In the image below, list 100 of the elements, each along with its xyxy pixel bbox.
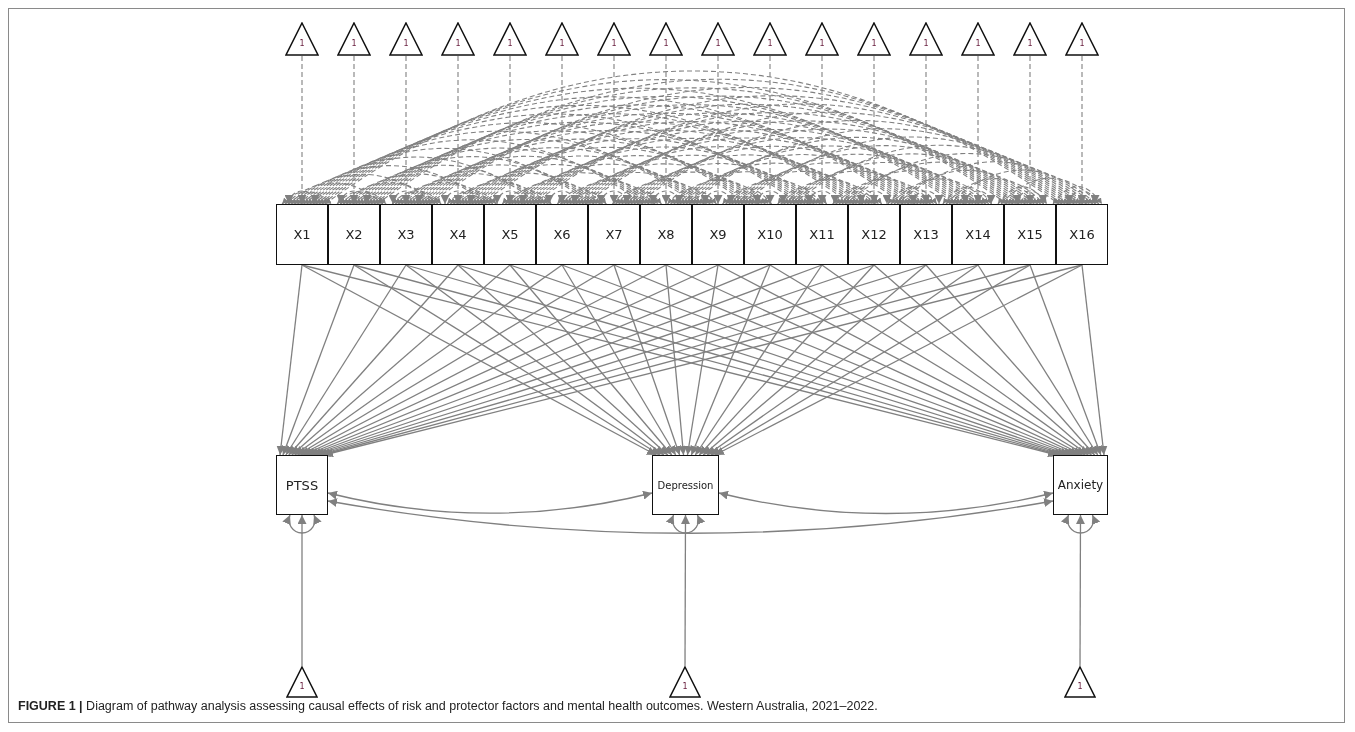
dashed-double-headed-arrow [633,128,1026,205]
dashed-double-headed-arrow [722,188,773,205]
constant-label: 1 [714,39,722,48]
constant-label: 1 [662,39,670,48]
triangle-node [389,22,423,56]
variance-loop-arrow [1061,514,1100,534]
variance-loop-arrow [282,514,322,534]
arrow [710,264,1031,456]
dashed-double-headed-arrow [361,121,803,205]
dashed-double-headed-arrow [302,130,696,205]
arrow [285,264,407,456]
dashed-variance-loop-arrow [597,190,631,205]
triangle-node [909,22,943,56]
dashed-double-headed-arrow [740,136,1085,205]
dashed-double-headed-arrow [287,173,436,205]
triangle-node [857,22,891,56]
dashed-double-headed-arrow [339,181,439,205]
dashed-double-headed-arrow [685,136,1029,205]
dashed-variance-loop-arrow [389,190,423,205]
constant-label: 1 [454,39,462,48]
arrow [405,264,665,456]
dashed-variance-loop-arrow [805,190,839,205]
triangle-node [701,22,735,56]
dashed-double-headed-arrow [348,156,595,205]
triangle-node [1065,22,1099,56]
dashed-variance-loop-arrow [857,190,891,205]
dashed-arrow [869,55,879,205]
dashed-double-headed-arrow [786,161,984,205]
dashed-double-headed-arrow [532,103,1072,205]
constant-label: 1 [610,39,618,48]
dashed-double-headed-arrow [416,121,858,205]
variable-box: X10 [744,204,796,265]
variable-box: X11 [796,204,848,265]
variance-loop-arrow [666,514,705,534]
triangle-node [669,666,701,698]
dashed-double-headed-arrow [896,161,1094,205]
dashed-double-headed-arrow [835,178,935,205]
arrow [294,264,563,456]
dashed-double-headed-arrow [627,145,922,205]
triangle-node [441,22,475,56]
variable-box: X14 [952,204,1004,265]
dashed-double-headed-arrow [452,172,601,205]
dashed-double-headed-arrow [523,129,916,205]
variable-box: Anxiety [1053,455,1108,515]
arrow [694,264,823,456]
variable-box: X16 [1056,204,1108,265]
dashed-arrow [505,55,515,205]
dashed-double-headed-arrow [630,137,974,205]
dashed-double-headed-arrow [679,154,925,205]
dashed-double-headed-arrow [446,189,497,205]
dashed-arrow [817,55,827,205]
arrow [561,264,677,456]
dashed-double-headed-arrow [471,121,913,205]
dashed-double-headed-arrow [397,172,546,205]
dashed-double-headed-arrow [783,170,932,205]
constant-label: 1 [298,39,306,48]
arrow [702,264,927,456]
dashed-double-headed-arrow [624,154,870,205]
variable-box: X3 [380,204,432,265]
dashed-double-headed-arrow [462,146,757,205]
dashed-double-headed-arrow [615,180,714,205]
dashed-double-headed-arrow [737,145,1033,205]
constant-label: 1 [681,682,689,691]
dashed-double-headed-arrow [584,111,1075,205]
dashed-variance-loop-arrow [753,190,787,205]
dashed-variance-loop-arrow [961,190,995,205]
dashed-double-headed-arrow [351,147,647,205]
arrow [457,264,669,456]
dashed-double-headed-arrow [413,129,806,205]
arrow [680,514,690,667]
dashed-variance-loop-arrow [493,190,527,205]
constant-label: 1 [402,39,410,48]
dashed-double-headed-arrow [618,171,766,205]
dashed-double-headed-arrow [507,172,656,205]
dashed-double-headed-arrow [997,186,1048,205]
dashed-double-headed-arrow [312,104,852,205]
dashed-double-headed-arrow [673,171,821,205]
constant-label: 1 [298,682,306,691]
dashed-double-headed-arrow [841,161,1039,205]
variable-box: X4 [432,204,484,265]
dashed-double-headed-arrow [832,187,883,205]
arrow [1075,514,1085,667]
dashed-double-headed-arrow [566,163,763,205]
dashed-double-headed-arrow [578,128,971,205]
dashed-double-headed-arrow [572,146,867,205]
triangle-node [753,22,787,56]
variable-box: X8 [640,204,692,265]
triangle-node [961,22,995,56]
dashed-double-headed-arrow [777,187,828,205]
variable-box: X6 [536,204,588,265]
arrow [665,264,688,456]
dashed-double-headed-arrow [391,190,442,205]
dashed-double-headed-arrow [676,162,873,205]
dashed-double-headed-arrow [559,180,659,205]
arrow [1029,264,1102,456]
dashed-double-headed-arrow [887,187,938,205]
constant-label: 1 [1026,39,1034,48]
dashed-double-headed-arrow [563,171,711,205]
triangle-node [286,666,318,698]
double-headed-arrow [327,498,1054,534]
